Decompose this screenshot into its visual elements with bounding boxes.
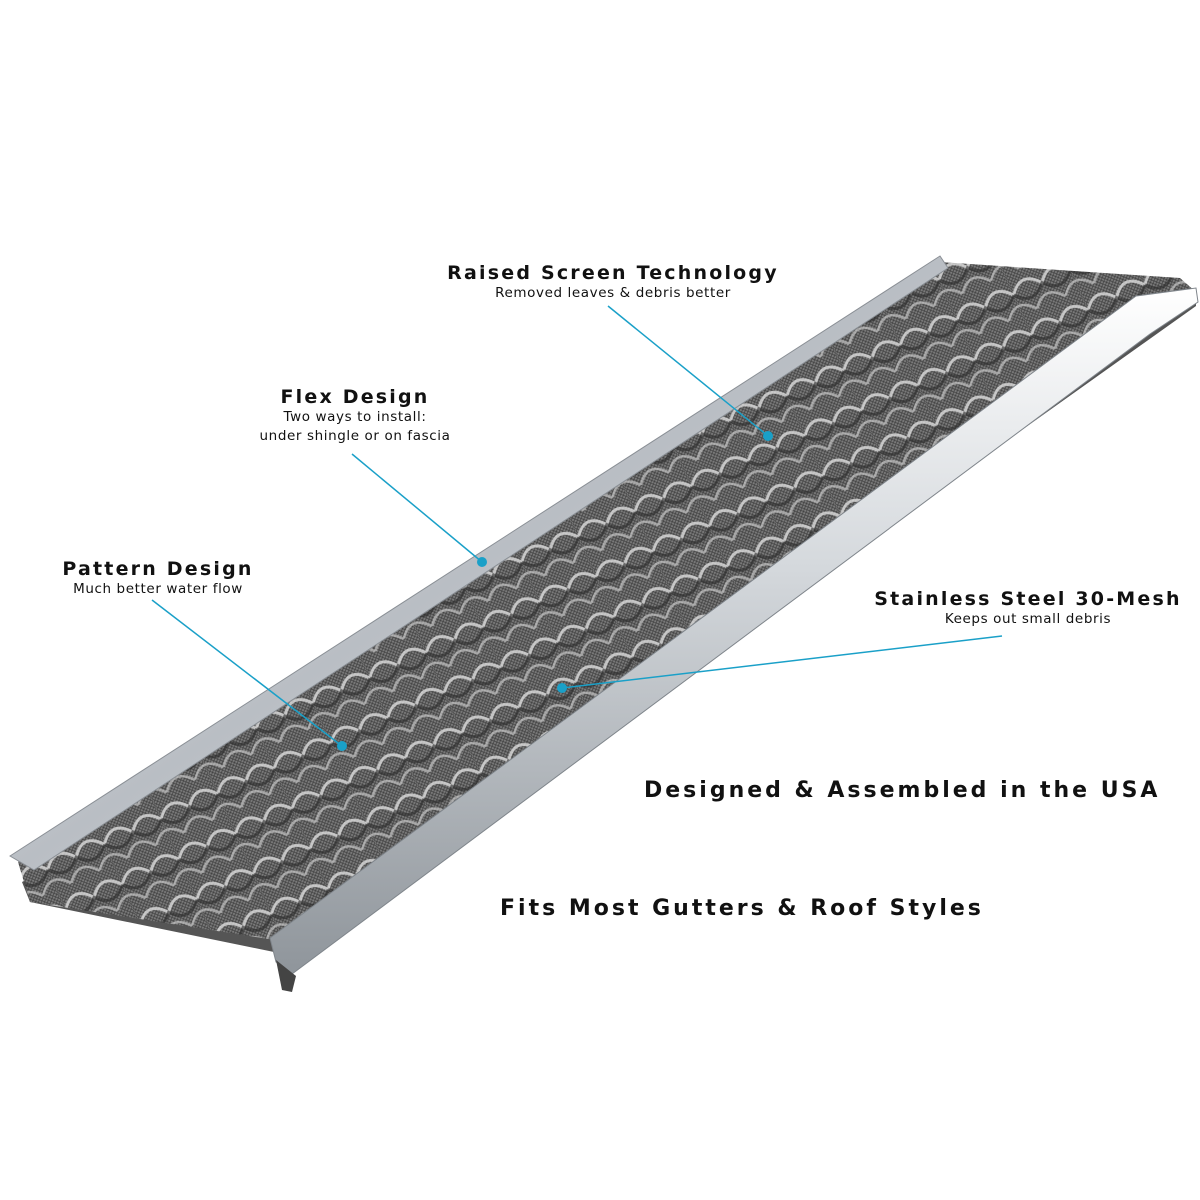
flex-callout-dot [477,557,487,567]
flex-design-title: Flex Design [280,386,430,408]
made-in-usa-banner: Designed & Assembled in the USA [644,778,1161,803]
pattern-design-subtitle: Much better water flow [73,581,243,597]
mesh-subtitle: Keeps out small debris [944,611,1112,627]
flex-callout-line [351,453,483,563]
pattern-design-title: Pattern Design [62,558,254,580]
flex-design-subtitle: Two ways to install: under shingle or on… [259,409,451,444]
raised-screen-callout: Raised Screen Technology Removed leaves … [430,262,796,303]
mesh-callout: Stainless Steel 30-Mesh Keeps out small … [862,588,1194,629]
raised-screen-subtitle: Removed leaves & debris better [495,285,731,301]
fits-gutters-banner: Fits Most Gutters & Roof Styles [500,896,984,921]
pattern-callout-line [151,599,343,747]
raised-screen-title: Raised Screen Technology [447,262,779,284]
raised-callout-dot [763,431,773,441]
mesh-callout-line [561,635,1003,689]
pattern-design-callout: Pattern Design Much better water flow [40,558,276,599]
mesh-callout-dot [557,683,567,693]
callout-dots [337,431,773,751]
raised-callout-line [607,305,769,437]
flex-design-callout: Flex Design Two ways to install: under s… [210,386,500,446]
callout-lines [151,305,1003,747]
guard-clip [276,960,296,992]
mesh-title: Stainless Steel 30-Mesh [874,588,1182,610]
pattern-callout-dot [337,741,347,751]
guard-mesh-surface [18,262,1196,942]
